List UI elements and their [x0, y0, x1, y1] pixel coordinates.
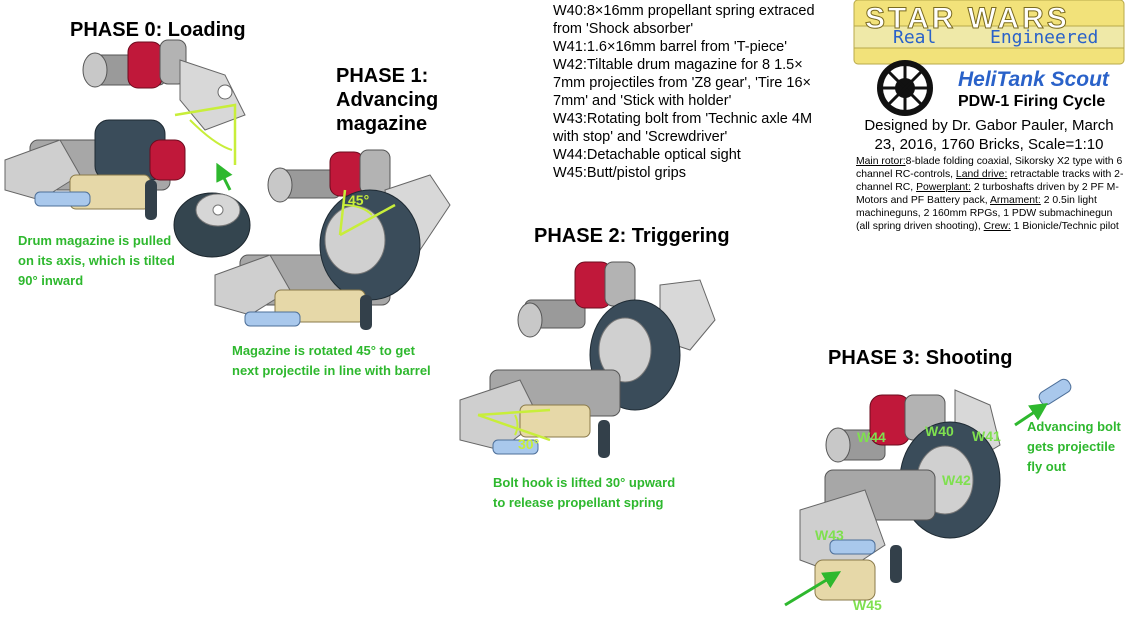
spec-armament-text: 2 0.5in light machineguns, 2 160mm RPGs,… [856, 195, 1113, 232]
designer-line-2: 23, 2016, 1760 Bricks, Scale=1:10 [874, 136, 1104, 153]
phase-0-note-line2: on its axis, which is tilted [18, 253, 175, 268]
specs-block: Main rotor:8-blade folding coaxial, Siko… [856, 155, 1126, 233]
phase-1-title-line2: Advancing [336, 89, 439, 111]
description-line: W43:Rotating bolt from 'Technic axle 4M [553, 111, 813, 127]
phase-3-assembly [784, 378, 1072, 607]
phase-0-note: Drum magazine is pulled on its axis, whi… [18, 231, 175, 291]
spec-main-rotor-label: Main rotor: [856, 156, 906, 167]
imperial-emblem-icon [877, 60, 933, 116]
star-wars-logo [853, 0, 1125, 65]
part-label-w44: W44 [857, 429, 886, 445]
phase-2-note-line2: to release propellant spring [493, 495, 664, 510]
part-label-w43: W43 [815, 527, 844, 543]
phase-1-note: Magazine is rotated 45° to get next proj… [232, 341, 431, 381]
heli-title: HeliTank Scout [958, 68, 1109, 91]
phase-1-title-line1: PHASE 1: [336, 65, 429, 87]
spec-land-drive-label: Land drive: [955, 169, 1008, 180]
phase-3-note: Advancing bolt gets projectile fly out [1027, 417, 1121, 477]
phase-0-title: PHASE 0: Loading [70, 19, 246, 41]
designer-credit: Designed by Dr. Gabor Pauler, March 23, … [852, 116, 1126, 154]
phase-3-note-line3: fly out [1027, 459, 1066, 474]
part-label-w45: W45 [853, 597, 882, 613]
spec-crew-text: 1 Bionicle/Technic pilot [1013, 221, 1119, 232]
phase-3-note-line2: gets projectile [1027, 439, 1116, 454]
description-line: from 'Shock absorber' [553, 21, 694, 37]
phase-1-assembly [214, 149, 451, 330]
angle-30-label: 30° [518, 436, 540, 452]
description-line: 7mm' and 'Stick with holder' [553, 93, 732, 109]
description-line: W45:Butt/pistol grips [553, 165, 686, 181]
part-descriptions: W40:8×16mm propellant spring extraced fr… [553, 2, 815, 182]
pdw-title: PDW-1 Firing Cycle [958, 93, 1106, 110]
phase-3-note-line1: Advancing bolt [1027, 419, 1121, 434]
description-line: W44:Detachable optical sight [553, 147, 741, 163]
description-line: with stop' and 'Screwdriver' [553, 129, 728, 145]
spec-powerplant-label: Powerplant: [916, 182, 971, 193]
spec-armament-label: Armament: [990, 195, 1041, 206]
designer-line-1: Designed by Dr. Gabor Pauler, March [864, 117, 1114, 134]
description-line: W42:Tiltable drum magazine for 8 1.5× [553, 57, 803, 73]
description-line: W41:1.6×16mm barrel from 'T-piece' [553, 39, 787, 55]
phase-0-assembly [4, 39, 251, 258]
phase-0-note-line3: 90° inward [18, 273, 84, 288]
part-label-w42: W42 [942, 472, 971, 488]
phase-1-note-line2: next projectile in line with barrel [232, 363, 431, 378]
spec-land-drive-text: retractable tracks with 2-channel RC, [856, 169, 1124, 193]
phase-3-title: PHASE 3: Shooting [828, 347, 1013, 369]
angle-45-label: 45° [348, 192, 370, 208]
phase-1-title: PHASE 1: Advancing magazine [336, 64, 438, 136]
logo-engineered-text: Engineered [990, 27, 1099, 48]
description-line: 7mm projectiles from 'Z8 gear', 'Tire 16… [553, 75, 811, 91]
phase-1-title-line3: magazine [336, 113, 428, 135]
spec-main-rotor-text: 8-blade folding coaxial, Sikorsky X2 typ… [856, 156, 1123, 180]
phase-2-note: Bolt hook is lifted 30° upward to releas… [493, 473, 675, 513]
phase-1-note-line1: Magazine is rotated 45° to get [232, 343, 415, 358]
part-label-w41: W41 [972, 428, 1001, 444]
logo-real-text: Real [893, 27, 937, 48]
phase-2-note-line1: Bolt hook is lifted 30° upward [493, 475, 676, 490]
logo-star-wars-text: STAR WARS [865, 2, 1070, 36]
description-line: W40:8×16mm propellant spring extraced [553, 3, 815, 19]
phase-2-assembly [459, 261, 716, 458]
phase-2-title: PHASE 2: Triggering [534, 225, 730, 247]
spec-powerplant-text: 2 turboshafts driven by 2 PF M-Motors an… [856, 182, 1119, 206]
phase-0-note-line1: Drum magazine is pulled [18, 233, 172, 248]
part-label-w40: W40 [925, 423, 954, 439]
spec-crew-label: Crew: [983, 221, 1011, 232]
